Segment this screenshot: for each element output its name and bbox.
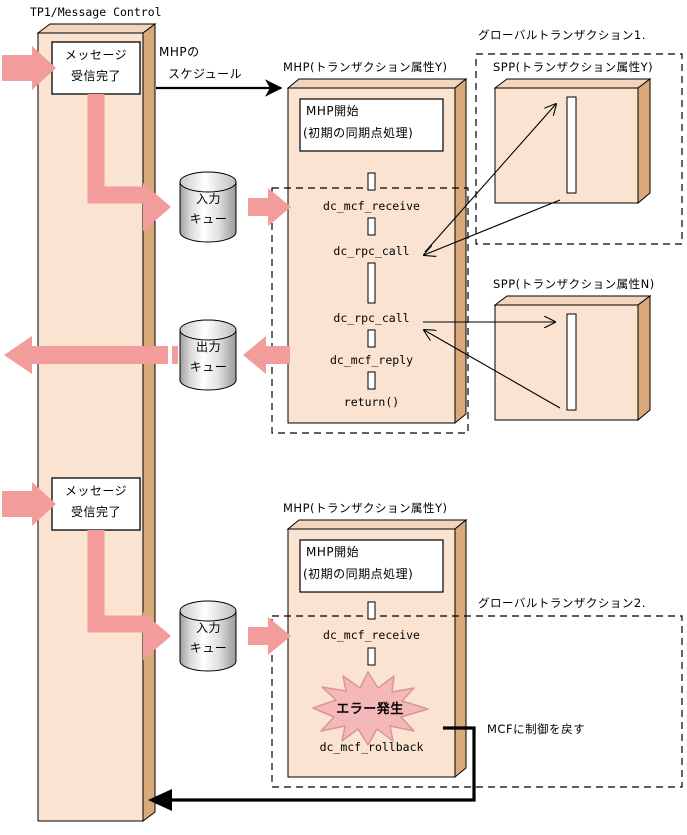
fn-dc-mcf-receive-top: dc_mcf_receive <box>323 199 420 213</box>
pink-arrow-inbound-bottom <box>2 482 56 526</box>
spp-title-n: SPP(トランザクション属性N) <box>493 277 655 291</box>
output-queue-line2: キュー <box>189 360 228 374</box>
tp1-title-label: TP1/Message Control <box>30 5 162 19</box>
pink-arrow-message-to-input-queue-top <box>87 94 171 231</box>
mhp-schedule-line1: MHPの <box>159 45 200 59</box>
fn-dc-mcf-reply: dc_mcf_reply <box>329 353 414 367</box>
fn-dc-mcf-rollback: dc_mcf_rollback <box>319 740 424 754</box>
flow-connectors-top <box>367 172 376 390</box>
spp-title-y: SPP(トランザクション属性Y) <box>493 60 654 74</box>
message-received-top-line1: メッセージ <box>64 48 128 62</box>
arrow-spp-n-return-to-rpc-call <box>424 330 561 409</box>
input-queue-top-line2: キュー <box>189 212 228 226</box>
flow-connectors-bottom <box>367 601 376 666</box>
mhp-schedule-line2: スケジュール <box>168 67 243 81</box>
mhp-title-top: MHP(トランザクション属性Y) <box>283 60 448 74</box>
input-queue-bottom-line2: キュー <box>189 641 228 655</box>
message-received-bottom-line2: 受信完了 <box>70 505 121 519</box>
pink-arrow-output-queue-to-tp1 <box>172 346 178 364</box>
global-transaction-2-dashed-region <box>271 615 683 788</box>
input-queue-top-line1: 入力 <box>195 192 221 206</box>
error-burst-icon <box>312 671 429 746</box>
input-queue-cylinder-top <box>179 171 237 243</box>
arrow-rpc-call-to-spp-y <box>424 104 556 253</box>
spp-box-y <box>493 78 652 205</box>
pink-arrow-inbound-top <box>2 46 56 90</box>
message-received-box-top <box>51 41 141 95</box>
fn-dc-mcf-receive-bottom: dc_mcf_receive <box>323 628 420 642</box>
message-received-box-bottom <box>51 477 141 531</box>
fn-dc-rpc-call-2: dc_rpc_call <box>333 311 410 325</box>
fn-dc-rpc-call-1: dc_rpc_call <box>333 244 410 258</box>
pink-arrow-message-to-input-queue-bottom <box>87 530 171 660</box>
mhp-start-box-bottom <box>299 539 444 593</box>
message-received-bottom-line1: メッセージ <box>64 484 128 498</box>
mhp-start-box-top <box>299 98 444 152</box>
mhp-start-top-line1: MHP開始 <box>306 104 360 118</box>
mhp-start-bottom-line2: (初期の同期点処理) <box>303 567 414 581</box>
pink-arrow-input-queue-to-mhp-bottom <box>248 617 291 655</box>
arrow-rollback-return-to-mcf <box>148 726 476 811</box>
mhp-title-bottom: MHP(トランザクション属性Y) <box>283 501 448 515</box>
return-control-to-mcf-label: MCFに制御を戻す <box>487 722 586 736</box>
global-transaction-1-label: グローバルトランザクション1. <box>478 28 646 42</box>
pink-arrow-input-queue-to-mhp-top <box>248 188 291 226</box>
pink-arrow-outbound-left <box>4 336 168 374</box>
global-transaction-2-label: グローバルトランザクション2. <box>478 596 646 610</box>
output-queue-cylinder <box>179 319 237 391</box>
spp-box-n <box>493 295 652 422</box>
output-queue-line1: 出力 <box>195 340 221 354</box>
input-queue-cylinder-bottom <box>179 600 237 672</box>
mhp-start-bottom-line1: MHP開始 <box>306 545 360 559</box>
error-occurred-label: エラー発生 <box>336 702 404 717</box>
pink-arrow-mhp-to-output-queue <box>243 336 290 374</box>
fn-return: return() <box>343 395 400 409</box>
arrow-spp-y-return-to-rpc-call <box>424 199 561 255</box>
message-received-top-line2: 受信完了 <box>70 69 121 83</box>
input-queue-bottom-line1: 入力 <box>195 621 221 635</box>
mhp-start-top-line2: (初期の同期点処理) <box>303 126 414 140</box>
